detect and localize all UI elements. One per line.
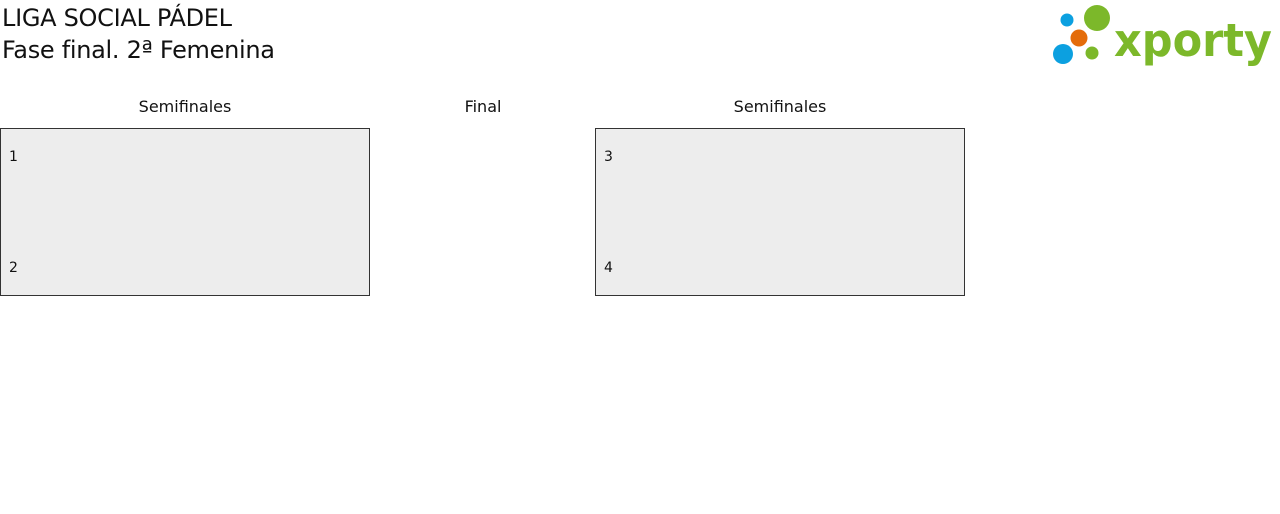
- xporty-logo: xporty: [1053, 5, 1272, 66]
- seed-3: 3: [604, 149, 613, 165]
- phase-title: Fase final. 2ª Femenina: [2, 36, 275, 64]
- logo-dot-green-large: [1084, 5, 1110, 31]
- round-label-semifinal-left: Semifinales: [138, 97, 232, 116]
- logo-wordmark: xporty: [1114, 14, 1272, 66]
- match-box-semifinal-left: 1 2: [0, 128, 370, 296]
- logo-dot-blue-small: [1060, 13, 1074, 27]
- round-label-final: Final: [464, 97, 502, 116]
- logo-dot-green-small: [1085, 46, 1099, 60]
- seed-2: 2: [9, 260, 18, 276]
- round-label-semifinal-right: Semifinales: [733, 97, 827, 116]
- page-title: LIGA SOCIAL PÁDEL Fase final. 2ª Femenin…: [2, 2, 275, 66]
- league-title: LIGA SOCIAL PÁDEL: [2, 4, 232, 32]
- match-box-semifinal-right: 3 4: [595, 128, 965, 296]
- logo-dot-orange: [1070, 29, 1088, 47]
- seed-4: 4: [604, 260, 613, 276]
- seed-1: 1: [9, 149, 18, 165]
- logo-dot-blue-large: [1053, 44, 1073, 64]
